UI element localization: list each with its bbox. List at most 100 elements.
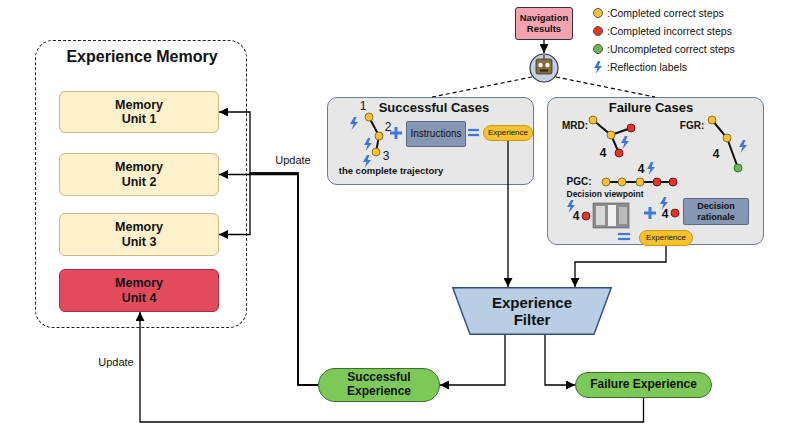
annotation-label: Decision viewpoint bbox=[567, 189, 644, 199]
reflection-bolt bbox=[350, 117, 358, 130]
plus-sign bbox=[395, 127, 398, 139]
legend-swatch bbox=[593, 26, 603, 36]
memory-unit: Memory Unit 3 bbox=[59, 213, 219, 256]
node-label: Memory Unit 2 bbox=[104, 160, 174, 189]
callout-number: 3 bbox=[383, 149, 390, 163]
trapezoid-shape bbox=[453, 288, 611, 334]
flow-arrow bbox=[575, 246, 666, 287]
memory-group: Experience MemoryMemory Unit 1 Memory Uni… bbox=[35, 40, 247, 328]
legend-entry: :Completed correct steps bbox=[593, 6, 724, 20]
node-label: Experience bbox=[646, 233, 686, 242]
reflection-bolt bbox=[594, 61, 602, 74]
incorrect-step bbox=[669, 178, 677, 186]
case-panel: Successful Casesthe complete trajectoryI… bbox=[327, 97, 534, 185]
memory-unit: Memory Unit 4 bbox=[59, 269, 219, 312]
correct-step bbox=[607, 131, 615, 139]
reflection-bolt bbox=[621, 136, 629, 149]
connector-layer bbox=[140, 112, 666, 422]
flow-arrow bbox=[507, 141, 508, 287]
callout-number: 1 bbox=[360, 99, 367, 113]
flow-arrow bbox=[219, 173, 318, 385]
experience-pill: Failure Experience bbox=[575, 372, 712, 398]
node-label: Navigation Results bbox=[516, 13, 572, 35]
reflection-bolt bbox=[739, 140, 747, 153]
annotation-label: MRD: bbox=[562, 120, 588, 131]
rationale-box: Decision rationale bbox=[683, 198, 749, 225]
correct-step bbox=[372, 148, 380, 156]
callout-number: 2 bbox=[385, 120, 392, 134]
instruction-box: Instructions bbox=[406, 121, 466, 147]
result-box: Navigation Results bbox=[515, 7, 573, 40]
legend-swatch bbox=[593, 8, 603, 18]
robot-eye bbox=[538, 63, 542, 67]
robot-icon bbox=[530, 54, 558, 82]
reflection-bolt bbox=[567, 200, 575, 213]
equals-sign bbox=[618, 233, 630, 235]
reflection-bolt bbox=[660, 197, 668, 210]
trajectory-line bbox=[712, 120, 738, 168]
legend-swatch bbox=[593, 44, 603, 54]
plus-sign bbox=[390, 132, 402, 135]
experience-pill: Experience bbox=[639, 230, 693, 246]
filter-trapezoid: Experience Filter bbox=[452, 287, 612, 335]
trajectory-line bbox=[611, 135, 619, 153]
callout-number: 4 bbox=[662, 207, 669, 221]
incorrect-step bbox=[653, 178, 661, 186]
annotation-label: FGR: bbox=[680, 120, 704, 131]
flow-arrow bbox=[219, 112, 318, 385]
correct-step bbox=[618, 178, 626, 186]
dashed-link bbox=[556, 77, 655, 97]
legend-entry: :Uncompleted correct steps bbox=[593, 42, 735, 56]
correct-step bbox=[602, 178, 610, 186]
equals-sign bbox=[468, 134, 479, 136]
node-heading: Successful Cases bbox=[364, 101, 504, 116]
callout-number: 4 bbox=[573, 209, 580, 223]
viewpoint-image-part bbox=[619, 207, 627, 224]
node-label: Decision rationale bbox=[685, 201, 747, 222]
experience-pill: Experience bbox=[483, 125, 533, 141]
flow-arrow bbox=[219, 175, 318, 386]
reflection-bolt bbox=[364, 138, 372, 151]
node-label: Failure Experience bbox=[590, 378, 697, 392]
node-label: Successful Experience bbox=[334, 371, 424, 399]
incorrect-step bbox=[671, 209, 679, 217]
uncompleted-step bbox=[734, 164, 742, 172]
node-label: Memory Unit 4 bbox=[104, 276, 174, 305]
illustration bbox=[350, 40, 747, 239]
legend-text: :Completed incorrect steps bbox=[607, 25, 732, 37]
flow-arrow bbox=[545, 335, 575, 385]
equals-sign bbox=[468, 129, 479, 131]
dashed-link bbox=[432, 77, 532, 97]
reflection-bolt bbox=[647, 162, 655, 175]
callout-number: 4 bbox=[600, 146, 607, 160]
legend-entry: :Reflection labels bbox=[593, 60, 687, 74]
robot-mouth bbox=[540, 70, 548, 72]
edge-label: Update bbox=[98, 356, 133, 368]
trajectory-line bbox=[593, 120, 631, 135]
legend-spacer bbox=[593, 62, 603, 72]
node-label: Memory Unit 3 bbox=[104, 220, 174, 249]
node-label: Memory Unit 1 bbox=[104, 98, 174, 127]
incorrect-step bbox=[615, 149, 623, 157]
flow-arrow bbox=[440, 335, 505, 385]
legend-text: :Reflection labels bbox=[607, 61, 687, 73]
incorrect-step bbox=[627, 124, 635, 132]
correct-step bbox=[636, 178, 644, 186]
correct-step bbox=[589, 116, 597, 124]
nav-arrow bbox=[543, 40, 544, 53]
memory-unit: Memory Unit 2 bbox=[59, 153, 219, 196]
node-heading: Experience Memory bbox=[36, 48, 248, 66]
correct-step bbox=[375, 132, 383, 140]
viewpoint-image bbox=[593, 203, 629, 228]
node-heading: Failure Cases bbox=[591, 101, 711, 116]
callout-number: 4 bbox=[638, 162, 645, 176]
correct-step bbox=[723, 134, 731, 142]
viewpoint-image-part bbox=[596, 206, 605, 225]
plus-sign bbox=[649, 207, 652, 219]
robot-antenna bbox=[543, 55, 544, 59]
edge-label: Update bbox=[275, 154, 310, 166]
viewpoint-image-part bbox=[608, 205, 616, 226]
correct-step bbox=[708, 116, 716, 124]
robot-head bbox=[536, 59, 552, 74]
